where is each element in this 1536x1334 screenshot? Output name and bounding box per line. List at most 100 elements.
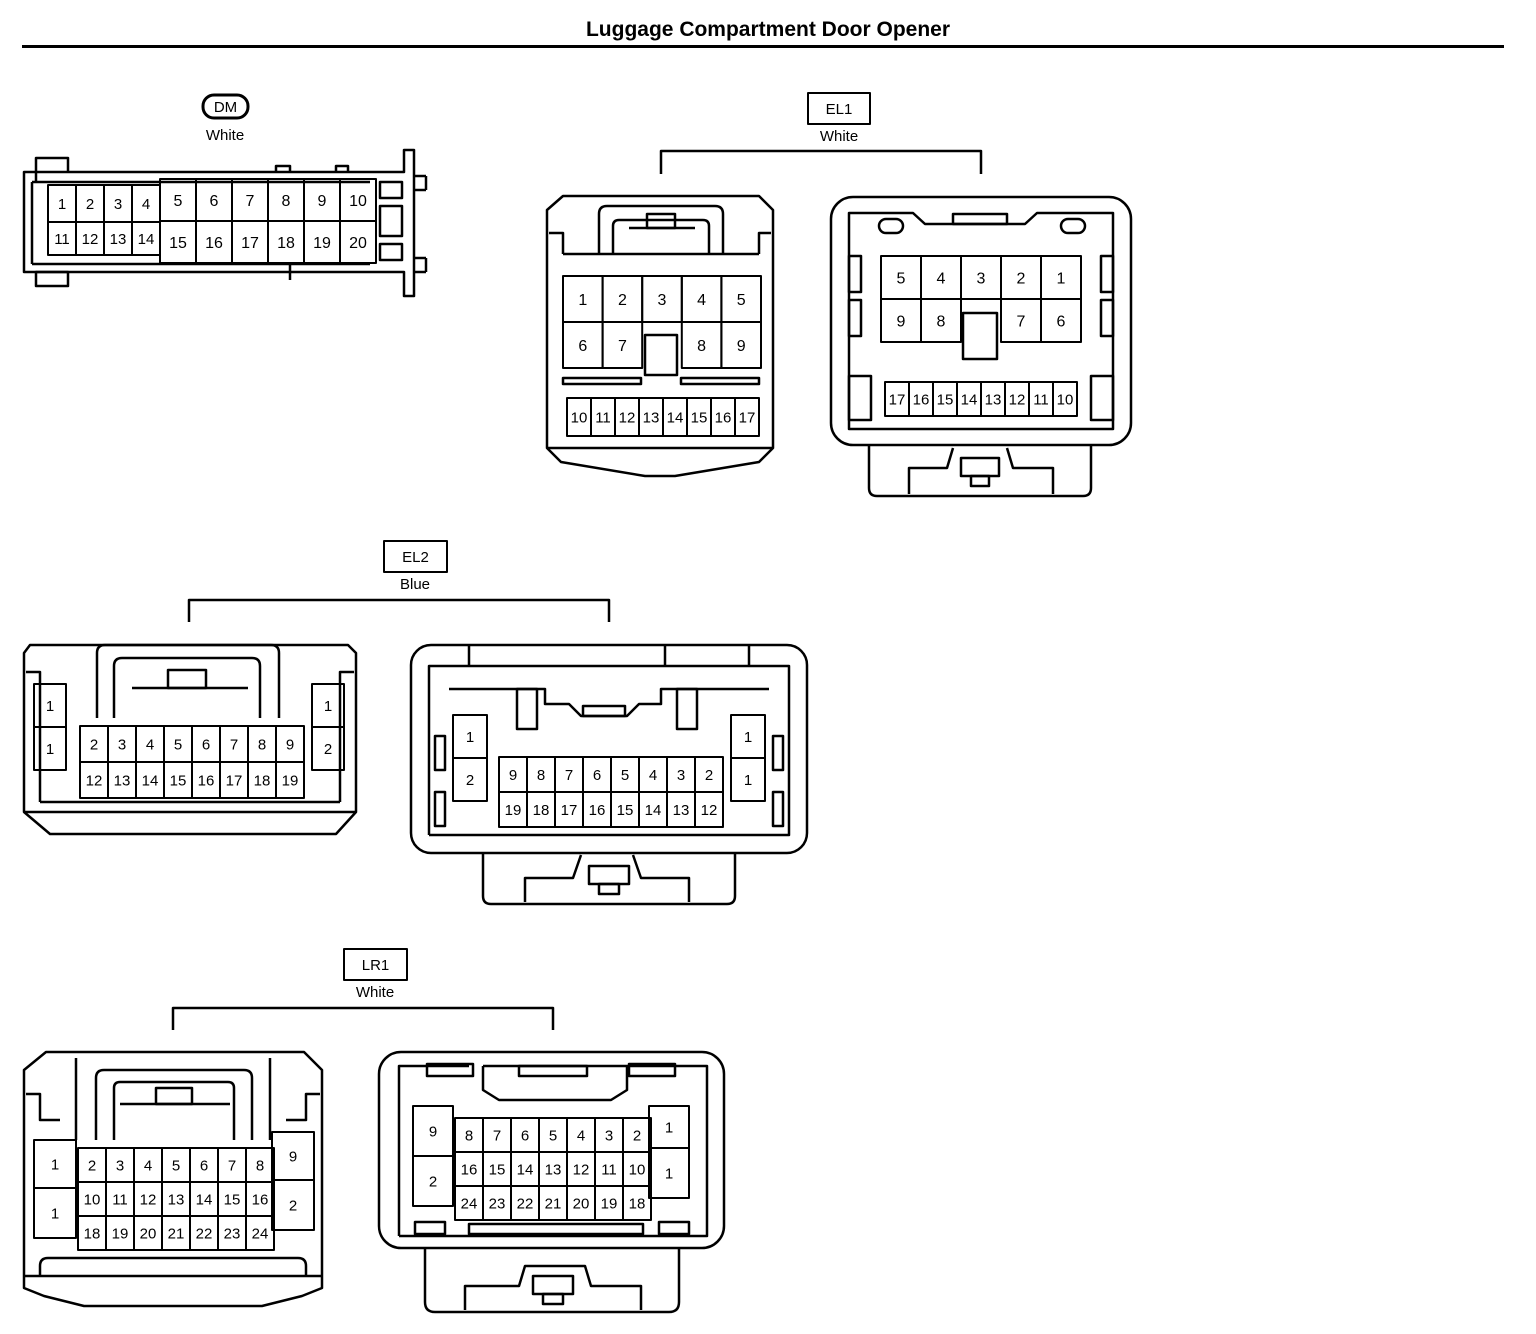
pin-number: 6 (593, 767, 601, 784)
pin-number: 19 (505, 802, 522, 819)
pin-number: 6 (1057, 313, 1066, 330)
connector-el2-color: Blue (400, 576, 430, 593)
pin-number: 1 (1057, 270, 1066, 287)
pin-number: 19 (313, 235, 331, 252)
pin-number: 14 (961, 391, 978, 408)
pin-number: 17 (561, 802, 578, 819)
pin-number: 2 (429, 1173, 437, 1190)
pin-number: 21 (168, 1225, 185, 1242)
connector-dm-label: DM White (201, 93, 250, 144)
pin-cell (694, 791, 724, 828)
pin-number: 11 (595, 409, 611, 426)
pin-number: 5 (174, 193, 183, 210)
pin-number: 4 (144, 1157, 152, 1174)
pin-number: 9 (737, 338, 746, 355)
pin-number: 13 (985, 391, 1002, 408)
pin-number: 6 (202, 736, 210, 753)
pin-number: 5 (174, 736, 182, 753)
pin-number: 8 (282, 193, 291, 210)
pin-number: 15 (937, 391, 954, 408)
pin-number: 5 (737, 292, 746, 309)
pin-cell (271, 1179, 315, 1231)
pin-number: 17 (241, 235, 259, 252)
pin-number: 3 (116, 1157, 124, 1174)
pin-number: 17 (739, 409, 756, 426)
pin-number: 7 (246, 193, 255, 210)
pin-number: 8 (258, 736, 266, 753)
pin-number: 5 (549, 1127, 557, 1144)
pin-number: 4 (937, 270, 946, 287)
pin-number: 1 (665, 1119, 673, 1136)
pin-cell (245, 1215, 275, 1251)
pin-number: 24 (461, 1195, 478, 1212)
connector-el1-id: EL1 (826, 101, 853, 118)
pin-number: 15 (224, 1191, 241, 1208)
pin-number: 12 (86, 772, 103, 789)
pin-number: 1 (51, 1156, 59, 1173)
pin-number: 16 (198, 772, 215, 789)
pin-number: 15 (691, 409, 708, 426)
connector-lr1-left-housing (22, 1050, 324, 1308)
pin-number: 19 (282, 772, 299, 789)
pin-number: 1 (51, 1205, 59, 1222)
pin-number: 19 (601, 1195, 618, 1212)
pin-number: 1 (744, 729, 752, 746)
pin-number: 22 (517, 1195, 534, 1212)
pin-number: 13 (110, 231, 127, 248)
pin-number: 16 (461, 1161, 478, 1178)
pin-number: 6 (578, 338, 587, 355)
pin-number: 4 (649, 767, 657, 784)
pin-number: 2 (90, 736, 98, 753)
pin-number: 7 (565, 767, 573, 784)
pin-number: 16 (913, 391, 930, 408)
pin-number: 6 (200, 1157, 208, 1174)
pin-number: 3 (677, 767, 685, 784)
pin-number: 9 (509, 767, 517, 784)
pin-number: 23 (224, 1225, 241, 1242)
pin-number: 7 (230, 736, 238, 753)
pin-number: 3 (114, 196, 122, 213)
pin-number: 22 (196, 1225, 213, 1242)
pin-number: 10 (84, 1191, 101, 1208)
pin-number: 7 (1017, 313, 1026, 330)
pin-number: 15 (169, 235, 187, 252)
pin-number: 2 (705, 767, 713, 784)
pin-number: 4 (146, 736, 154, 753)
pin-number: 10 (629, 1161, 646, 1178)
connector-lr1-label: LR1 White (171, 948, 555, 1030)
pin-number: 4 (697, 292, 706, 309)
pin-number: 2 (466, 772, 474, 789)
pin-number: 7 (493, 1127, 501, 1144)
pin-number: 7 (228, 1157, 236, 1174)
pin-number: 3 (658, 292, 667, 309)
pin-number: 1 (58, 196, 66, 213)
pin-number: 7 (618, 338, 627, 355)
page-title: Luggage Compartment Door Opener (585, 18, 951, 41)
pin-number: 5 (621, 767, 629, 784)
pin-cell (275, 761, 305, 799)
pin-number: 13 (643, 409, 660, 426)
pin-number: 11 (54, 231, 70, 248)
pin-number: 15 (617, 802, 634, 819)
pin-number: 9 (286, 736, 294, 753)
pin-cell (730, 757, 766, 802)
pin-number: 13 (545, 1161, 562, 1178)
pin-number: 6 (210, 193, 219, 210)
pin-number: 12 (1009, 391, 1026, 408)
pin-number: 8 (537, 767, 545, 784)
pin-number: 11 (112, 1191, 128, 1208)
pin-number: 2 (1017, 270, 1026, 287)
pin-number: 3 (977, 270, 986, 287)
pin-number: 1 (578, 292, 587, 309)
pin-number: 8 (465, 1127, 473, 1144)
connector-el2-label: EL2 Blue (187, 540, 611, 622)
pin-number: 12 (140, 1191, 157, 1208)
pin-number: 12 (701, 802, 718, 819)
pin-number: 8 (697, 338, 706, 355)
pin-number: 1 (466, 729, 474, 746)
pin-number: 14 (138, 231, 155, 248)
